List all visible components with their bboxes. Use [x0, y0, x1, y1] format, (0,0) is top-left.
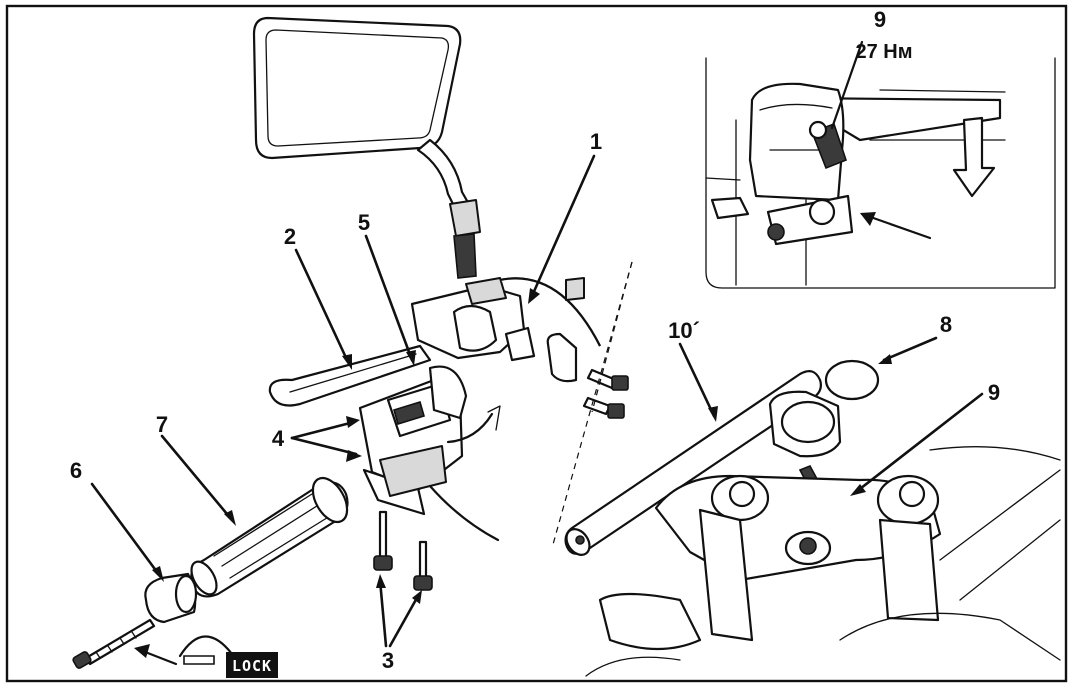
o-ring	[824, 359, 880, 401]
callout-4: 4	[272, 426, 285, 451]
torque-value: 27 Нм	[855, 41, 912, 63]
fork-tubes	[585, 446, 1061, 677]
callout-8: 8	[940, 312, 952, 337]
callout-6: 6	[70, 458, 82, 483]
leader-5	[364, 234, 414, 362]
callout-7: 7	[156, 412, 168, 437]
callout-2: 2	[284, 224, 296, 249]
leader-lines	[90, 154, 984, 648]
inset-frame	[705, 57, 1056, 289]
callout-1: 1	[590, 129, 602, 154]
clutch-lever-assembly	[268, 277, 601, 407]
callout-3: 3	[382, 648, 394, 673]
leader-2	[294, 248, 350, 364]
lock-label: LOCK	[232, 657, 272, 675]
leader-1	[530, 154, 596, 298]
leader-4a	[290, 420, 356, 440]
switch-housing	[358, 365, 501, 542]
handlebar-grip	[190, 476, 349, 598]
leader-4b	[290, 436, 358, 456]
callout-5: 5	[358, 210, 370, 235]
leader-6	[90, 482, 162, 578]
mirror	[252, 16, 481, 279]
diagram-frame	[5, 4, 1068, 683]
lock-tab-symbol: LOCK	[134, 635, 278, 678]
bar-end-screw	[72, 618, 156, 669]
bar-end-weight	[144, 572, 198, 624]
leader-3b	[388, 594, 420, 648]
switch-screws	[373, 510, 433, 591]
alignment-line-lower	[591, 261, 633, 413]
leader-3a	[378, 578, 388, 648]
lock-label-box	[226, 652, 278, 678]
callout-10: 10´	[668, 318, 700, 343]
leader-8	[882, 336, 938, 362]
leader-10	[678, 342, 716, 418]
callout-9-inset: 9	[874, 7, 886, 32]
alignment-line-upper	[551, 261, 633, 549]
callout-9-main: 9	[988, 380, 1000, 405]
leader-9	[854, 392, 984, 494]
leader-7	[160, 434, 234, 522]
inset-detail-clamp	[705, 40, 1056, 289]
lever-clamp-bolts	[582, 368, 629, 419]
